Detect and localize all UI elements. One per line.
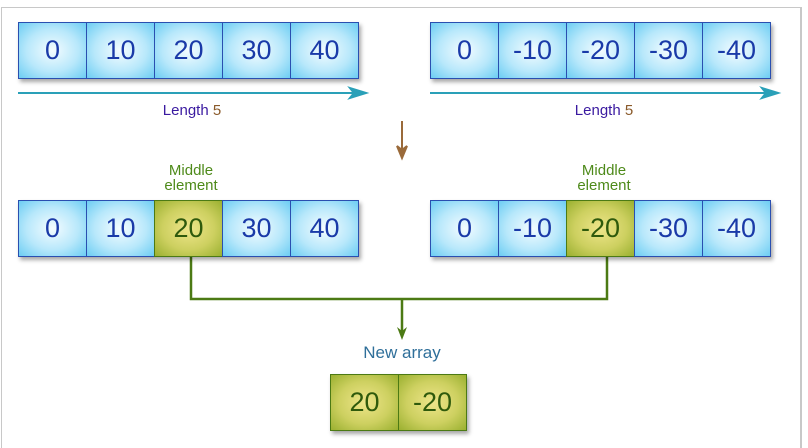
array-cell: 40 bbox=[290, 200, 359, 257]
array-1: 0 10 20 30 40 bbox=[18, 22, 359, 79]
array-cell: -30 bbox=[634, 200, 703, 257]
array-2-middle: 0 -10 -20 -30 -40 bbox=[430, 200, 771, 257]
length-label-left: Length 5 bbox=[142, 102, 242, 119]
array-cell: 0 bbox=[430, 22, 499, 79]
diagram-frame bbox=[1, 7, 802, 448]
down-arrow-brown bbox=[396, 121, 408, 161]
new-array-cell: 20 bbox=[330, 374, 399, 431]
array-cell: 0 bbox=[18, 200, 87, 257]
array-cell: -10 bbox=[498, 22, 567, 79]
down-arrow-green bbox=[397, 327, 407, 340]
length-label-right: Length 5 bbox=[554, 102, 654, 119]
length-arrow-left bbox=[18, 86, 370, 100]
length-text: Length bbox=[574, 102, 621, 119]
length-text: Length bbox=[162, 102, 209, 119]
middle-cell: -20 bbox=[566, 200, 635, 257]
new-array-cell: -20 bbox=[398, 374, 467, 431]
array-cell: 10 bbox=[86, 22, 155, 79]
array-cell: 30 bbox=[222, 22, 291, 79]
array-cell: -40 bbox=[702, 22, 771, 79]
length-value: 5 bbox=[212, 102, 222, 119]
array-cell: 40 bbox=[290, 22, 359, 79]
middle-cell: 20 bbox=[154, 200, 223, 257]
length-value: 5 bbox=[624, 102, 634, 119]
array-2: 0 -10 -20 -30 -40 bbox=[430, 22, 771, 79]
array-cell: -10 bbox=[498, 200, 567, 257]
element-text: element bbox=[164, 177, 218, 194]
connectors bbox=[18, 86, 782, 340]
middle-text: Middle bbox=[581, 162, 627, 179]
array-1-middle: 0 10 20 30 40 bbox=[18, 200, 359, 257]
new-array-label: New array bbox=[363, 343, 441, 362]
length-arrow-right bbox=[430, 86, 782, 100]
element-text: element bbox=[577, 177, 631, 194]
new-array: 20 -20 bbox=[330, 374, 467, 431]
array-cell: -40 bbox=[702, 200, 771, 257]
array-cell: 10 bbox=[86, 200, 155, 257]
merge-connector bbox=[189, 257, 609, 332]
array-cell: -30 bbox=[634, 22, 703, 79]
array-cell: -20 bbox=[566, 22, 635, 79]
array-cell: 20 bbox=[154, 22, 223, 79]
array-cell: 30 bbox=[222, 200, 291, 257]
array-cell: 0 bbox=[18, 22, 87, 79]
array-cell: 0 bbox=[430, 200, 499, 257]
middle-text: Middle bbox=[168, 162, 214, 179]
